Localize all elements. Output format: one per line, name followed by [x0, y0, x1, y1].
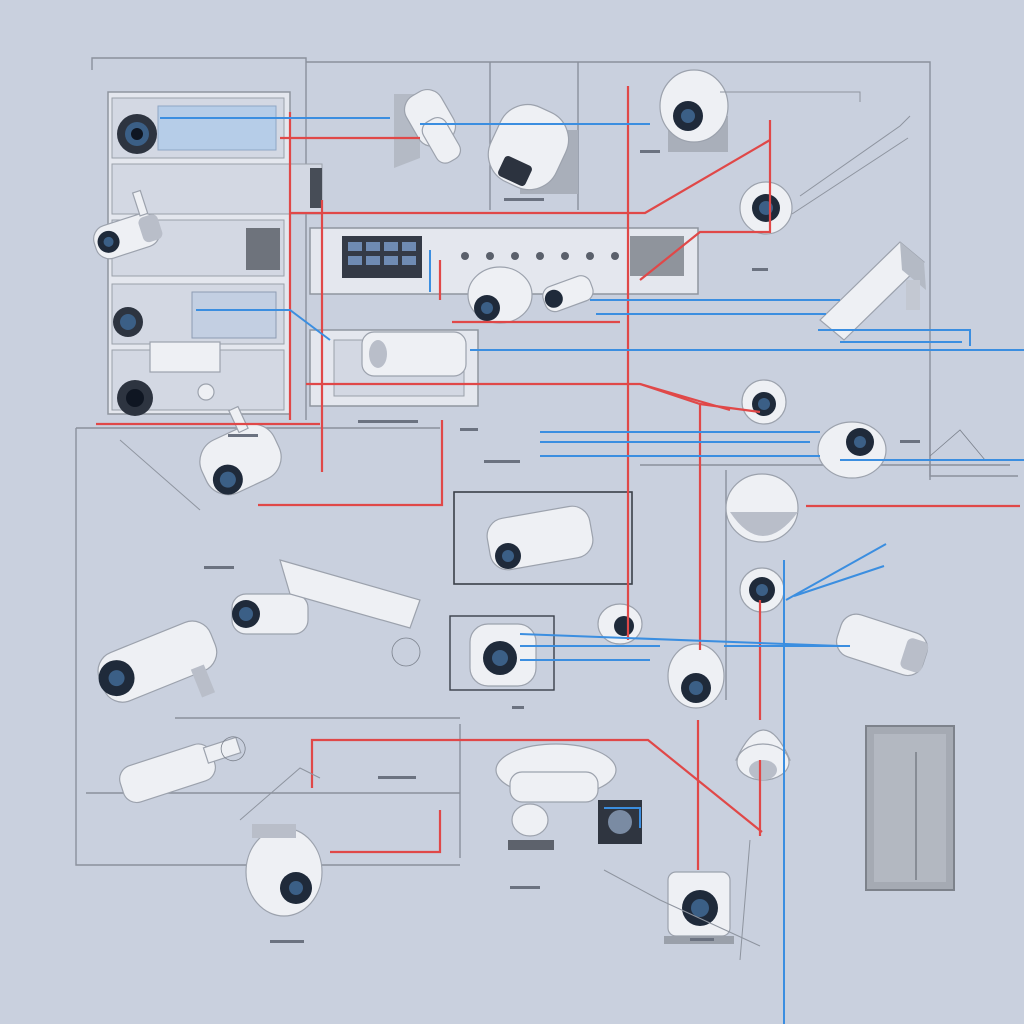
bullet-camera-icon [97, 620, 218, 703]
dome-camera-icon [245, 824, 323, 917]
bullet-camera-icon [542, 275, 594, 313]
bullet-camera-icon [231, 559, 421, 667]
leader-lines [119, 91, 911, 961]
nvr-recorder-icon [309, 227, 699, 407]
bullet-camera-icon [199, 405, 282, 496]
dome-camera-icon [667, 643, 725, 709]
dome-camera-icon [449, 603, 643, 691]
ptz-camera-icon [394, 89, 462, 168]
cabinet-icon [865, 725, 955, 891]
dome-camera-icon [739, 181, 793, 235]
box-camera-icon [361, 331, 467, 377]
dome-camera-icon [659, 69, 729, 152]
power-cables [96, 86, 1020, 870]
dome-camera-icon [739, 567, 785, 613]
bullet-camera-icon [93, 189, 163, 260]
box-camera-icon [453, 491, 633, 585]
dome-camera-icon [817, 421, 887, 479]
bullet-camera-icon [487, 103, 578, 194]
bullet-camera-icon [119, 736, 246, 804]
dome-camera-icon [467, 266, 533, 324]
equipment-rack [107, 91, 323, 416]
dome-camera-icon [735, 729, 791, 781]
dome-camera-icon [664, 871, 734, 944]
dome-camera-icon [741, 379, 787, 425]
dome-camera-icon [725, 473, 799, 543]
annotation-marks [204, 150, 920, 943]
data-cables [160, 117, 1024, 1024]
bullet-camera-icon [835, 613, 929, 677]
bullet-camera-icon [819, 241, 926, 341]
ptz-camera-icon [495, 743, 642, 850]
